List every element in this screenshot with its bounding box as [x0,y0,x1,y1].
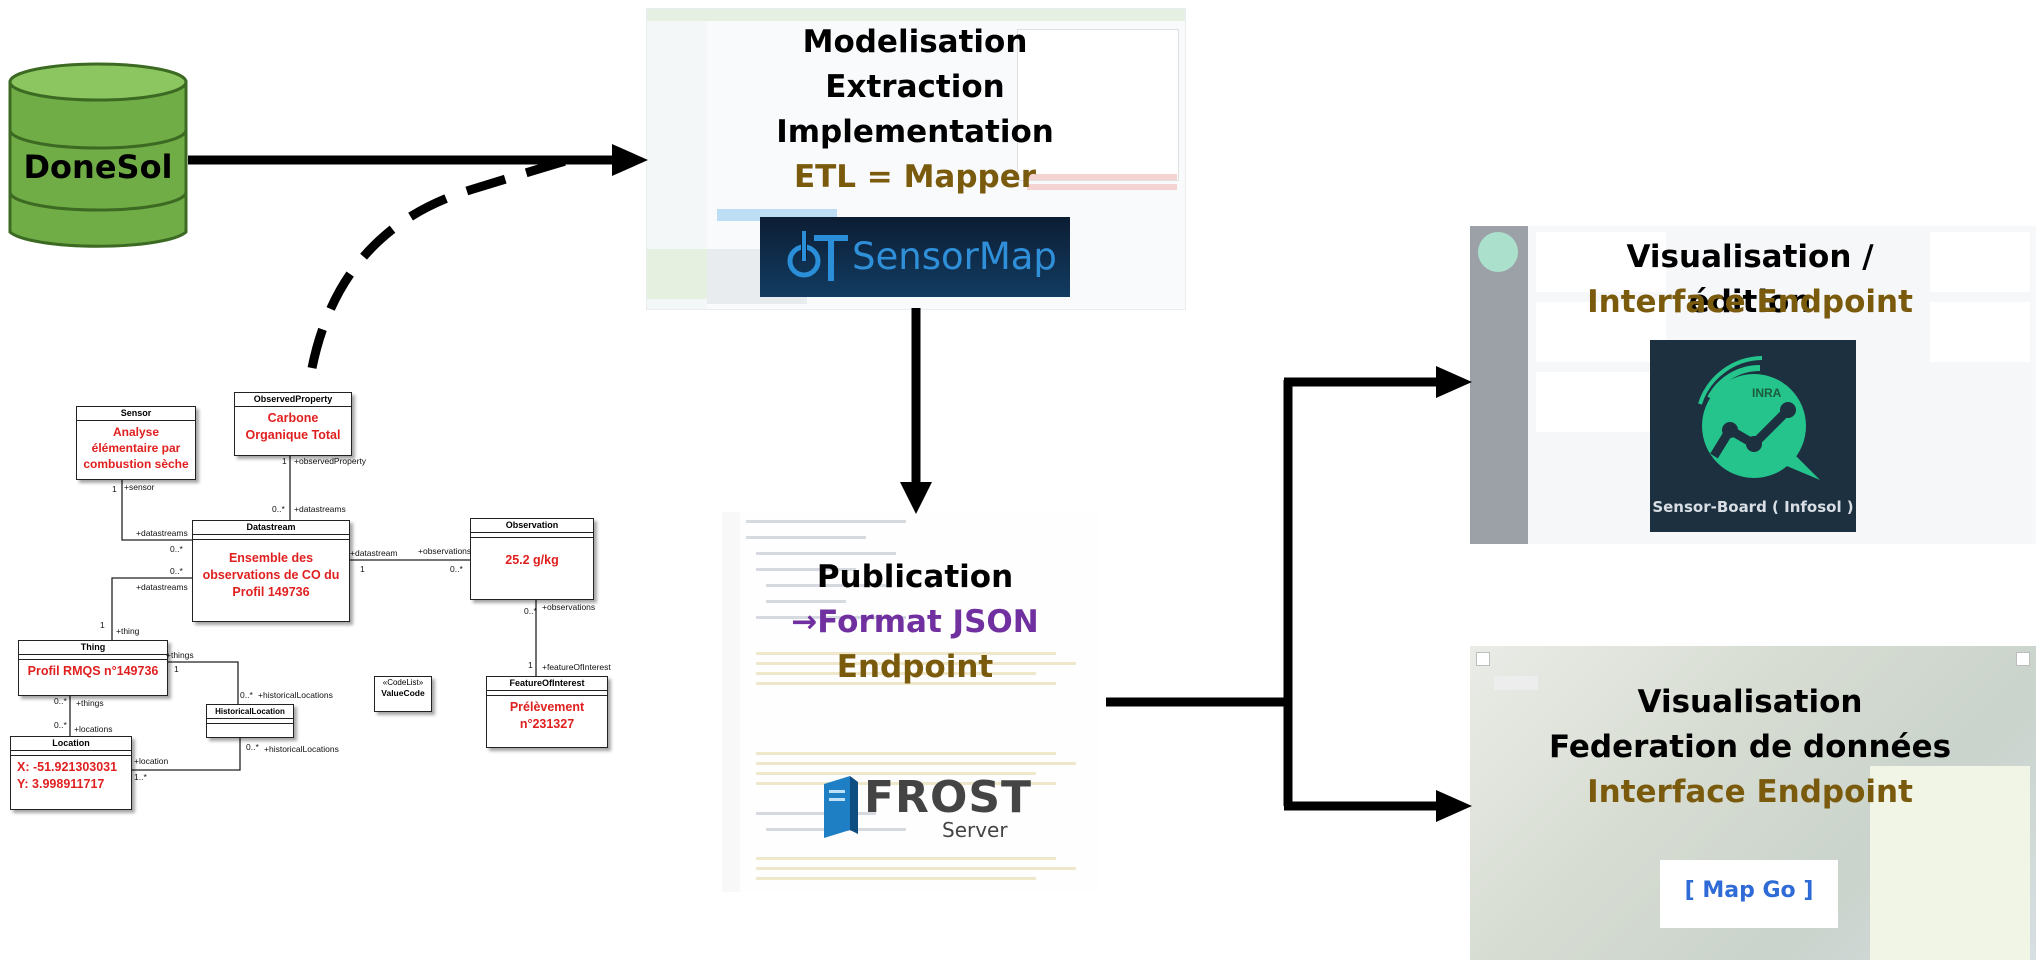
uml-observation-value: 25.2 g/kg [505,553,559,567]
sensorboard-subtitle: Interface Endpoint [1587,284,1913,320]
uml-mult-obs-many: 0..* [450,564,463,574]
sensormap-logo: SensorMap [760,217,1070,297]
arrow-head-mapper [612,144,648,176]
mapper-line-3: Implementation [776,114,1054,150]
uml-value-code-name: ValueCode [381,688,425,698]
sensormap-logo-text: SensorMap [852,235,1057,278]
frost-format: →Format JSON [791,604,1039,640]
uml-label-thing-datastreams: +datastreams [136,582,188,592]
uml-observed-property-name: ObservedProperty [235,393,351,407]
uml-mult-location-1-many: 1..* [134,772,147,782]
uml-observation-name: Observation [471,519,593,533]
frost-endpoint: Endpoint [836,649,994,685]
uml-historical-location-name: HistoricalLocation [207,705,293,719]
uml-foi-value: Prélèvement n°231327 [509,700,585,731]
uml-label-things-hl: +things [166,650,194,660]
dashed-arrow-uml-to-mapper [307,153,582,369]
uml-label-observed-property: +observedProperty [294,456,367,466]
uml-mult-op-1: 1 [282,456,287,466]
uml-class-sensor: Sensor Analyse élémentaire par combustio… [76,406,196,480]
uml-mult-thing-hl-1: 1 [174,664,179,674]
uml-label-locations: +locations [74,724,113,734]
uml-class-feature-of-interest: FeatureOfInterest Prélèvement n°231327 [486,676,608,748]
uml-class-historical-location: HistoricalLocation [206,704,294,738]
mapper-etl-label: ETL = Mapper [793,159,1037,195]
sensorboard-title: Visualisation / édition [1626,239,1874,320]
uml-class-location: Location X: -51.921303031 Y: 3.998911717 [10,736,132,810]
uml-location-name: Location [11,737,131,751]
uml-mult-thing-ds-many: 0..* [170,566,183,576]
uml-observed-property-value: Carbone Organique Total [245,411,341,442]
uml-label-op-datastreams: +datastreams [294,504,346,514]
uml-mult-sensor-many: 0..* [170,544,183,554]
mapper-line-1: Modelisation [802,24,1028,60]
uml-label-foi-observations: +observations [542,602,596,612]
donesol-database-icon [8,62,188,248]
uml-mult-loc-locations-many: 0..* [54,720,67,730]
sensormap-logo-icon [787,231,848,281]
uml-thing-name: Thing [19,641,167,655]
sensorboard-logo-icon [1698,356,1820,480]
uml-label-datastream: +datastream [350,548,398,558]
sensorboard-inra-badge: INRA [1752,386,1782,400]
uml-label-feature-of-interest: +featureOfInterest [542,662,611,672]
uml-sensor-value: Analyse élémentaire par combustion sèche [83,425,189,471]
arrow-head-frost [900,482,932,514]
frost-json-screenshot [722,512,1100,892]
uml-class-value-code: «CodeList» ValueCode [374,676,432,712]
uml-label-observations: +observations [418,546,472,556]
uml-value-code-stereotype: «CodeList» [382,678,424,687]
uml-mult-op-many: 0..* [272,504,285,514]
uml-foi-name: FeatureOfInterest [487,677,607,691]
mapgo-title-2: Federation de données [1548,729,1952,765]
uml-datastream-value: Ensemble des observations de CO du Profi… [202,551,340,599]
uml-label-sensor: +sensor [124,482,155,492]
frost-logo-main: FROST [864,772,1033,823]
uml-mult-hl-loc-many: 0..* [246,742,259,752]
sensorboard-logo: INRA Sensor-Board ( Infosol ) [1650,340,1856,532]
uml-mult-thing-1: 1 [100,620,105,630]
donesol-label: DoneSol [23,148,173,186]
uml-mult-obs-foi-many: 0..* [524,606,537,616]
frost-logo-sub: Server [942,818,1008,842]
frost-logo: FROST Server [818,772,1031,846]
uml-mult-ds-1: 1 [360,564,365,574]
uml-mult-foi-1: 1 [528,660,533,670]
uml-label-loc-things: +things [76,698,104,708]
sensorboard-logo-caption: Sensor-Board ( Infosol ) [1652,498,1854,516]
uml-class-thing: Thing Profil RMQS n°149736 [18,640,168,696]
mapgo-screenshot [1470,646,2036,960]
uml-mult-hl-many: 0..* [240,690,253,700]
uml-mult-loc-things-many: 0..* [54,696,67,706]
uml-label-sensor-datastreams: +datastreams [136,528,188,538]
frost-title: Publication [816,559,1014,595]
mapgo-button[interactable]: [ Map Go ] [1660,860,1838,928]
mapper-line-2: Extraction [825,69,1005,105]
arrow-head-sensorboard [1436,366,1472,398]
mapgo-title-1: Visualisation [1637,684,1863,720]
uml-thing-value: Profil RMQS n°149736 [27,664,159,678]
uml-mult-sensor-1: 1 [112,484,117,494]
uml-label-thing: +thing [116,626,140,636]
mapgo-subtitle: Interface Endpoint [1587,774,1913,810]
uml-sensor-name: Sensor [77,407,195,421]
uml-class-observation: Observation 25.2 g/kg [470,518,594,600]
arrow-head-mapgo [1436,790,1472,822]
mapgo-button-label: [ Map Go ] [1684,878,1814,903]
uml-class-datastream: Datastream Ensemble des observations de … [192,520,350,622]
uml-label-location: +location [134,756,169,766]
uml-class-observed-property: ObservedProperty Carbone Organique Total [234,392,352,456]
frost-server-icon [824,776,858,838]
uml-label-hl-locations: +historicalLocations [264,744,339,754]
uml-label-historical-locations: +historicalLocations [258,690,333,700]
uml-datastream-name: Datastream [193,521,349,535]
uml-location-value: X: -51.921303031 Y: 3.998911717 [17,760,118,791]
